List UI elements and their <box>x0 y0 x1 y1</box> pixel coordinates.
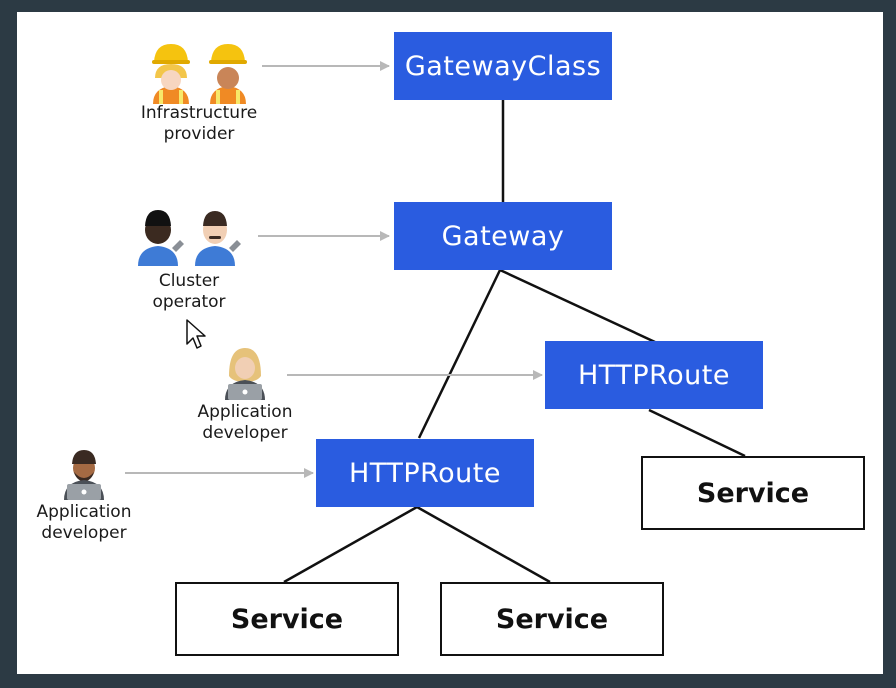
persona-label-line: Infrastructure <box>140 103 258 123</box>
edge-gateway-httproute-right <box>499 268 656 344</box>
httproute-right-label: HTTPRoute <box>578 359 730 391</box>
persona-cluster-operator: Cluster operator <box>129 271 249 313</box>
edge-httproute-left-service-middle <box>416 505 551 584</box>
persona-label-line: operator <box>152 292 226 312</box>
persona-label-line: developer <box>202 423 288 443</box>
httproute-right-node: HTTPRoute <box>545 341 763 409</box>
service-left-label: Service <box>230 603 344 635</box>
persona-application-developer-2: Application developer <box>19 502 149 544</box>
httproute-left-label: HTTPRoute <box>349 457 501 489</box>
technologist-icon <box>64 450 104 500</box>
service-left-node: Service <box>175 582 399 656</box>
construction-worker-icon <box>209 44 247 104</box>
construction-worker-icon <box>152 44 190 104</box>
gatewayclass-label: GatewayClass <box>404 50 602 82</box>
edge-httproute-left-service-left <box>283 505 418 584</box>
diagram-canvas: GatewayClass Gateway HTTPRoute HTTPRoute… <box>17 12 883 674</box>
persona-label-line: Application <box>36 502 132 522</box>
mechanic-icon <box>138 210 184 266</box>
technologist-icon <box>225 348 265 400</box>
service-middle-label: Service <box>495 603 609 635</box>
edge-httproute-right-service <box>648 408 746 458</box>
persona-application-developer-1: Application developer <box>180 402 310 444</box>
service-middle-node: Service <box>440 582 664 656</box>
mouse-cursor-icon <box>186 319 206 349</box>
gateway-node: Gateway <box>394 202 612 270</box>
service-right-label: Service <box>696 477 810 509</box>
persona-label-line: Cluster <box>158 271 220 291</box>
diagram-connectors <box>64 44 746 584</box>
service-right-node: Service <box>641 456 865 530</box>
persona-label-line: developer <box>41 523 127 543</box>
mechanic-icon <box>195 211 241 266</box>
persona-infrastructure-provider: Infrastructure provider <box>124 103 274 145</box>
persona-label-line: provider <box>163 124 235 144</box>
httproute-left-node: HTTPRoute <box>316 439 534 507</box>
gateway-label: Gateway <box>441 220 565 252</box>
persona-label-line: Application <box>197 402 293 422</box>
gatewayclass-node: GatewayClass <box>394 32 612 100</box>
edge-gateway-httproute-left <box>417 269 502 439</box>
